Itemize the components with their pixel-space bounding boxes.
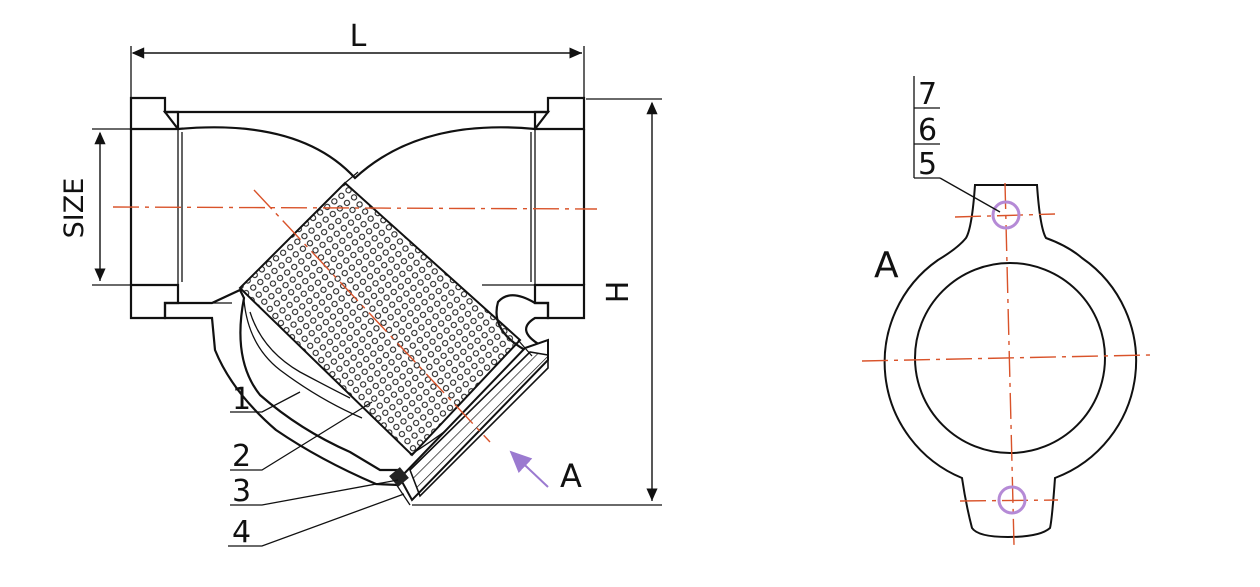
view-a-title: A [874, 245, 899, 286]
part-number-1: 1 [232, 382, 251, 417]
outlet-end [530, 96, 586, 320]
flange-horizontal-centerline [861, 354, 1151, 362]
body-top-wall [162, 110, 551, 180]
flange-bore [914, 262, 1106, 454]
height-label: H [601, 281, 636, 304]
flange-outline [883, 184, 1138, 539]
top-bolt-hole [991, 200, 1021, 230]
view-arrow-label: A [560, 457, 582, 495]
part-callouts: 1 2 3 4 [228, 382, 405, 550]
size-dimension: SIZE [59, 128, 178, 286]
bottom-hole-centerline [959, 499, 1059, 502]
part-number-2: 2 [232, 439, 251, 474]
size-label: SIZE [59, 178, 90, 239]
inlet-end [129, 96, 183, 320]
screen-centerline [253, 189, 491, 443]
length-label: L [350, 19, 367, 54]
view-a-cap-flange: A 7 6 5 [861, 76, 1151, 546]
bolt-callouts: 7 6 5 [913, 76, 1001, 213]
part-number-5: 5 [918, 147, 937, 182]
part-number-7: 7 [918, 77, 937, 112]
length-dimension: L [130, 19, 585, 98]
strainer-screen [238, 171, 522, 457]
strainer-section-view: L H SIZE [59, 19, 662, 550]
height-dimension: H [412, 98, 662, 506]
flange-vertical-centerline [1004, 182, 1015, 546]
part-number-3: 3 [232, 474, 251, 509]
pipe-centerline [112, 206, 598, 210]
part-number-4: 4 [232, 515, 251, 550]
part-number-6: 6 [918, 113, 937, 148]
strainer-cap [389, 338, 549, 506]
view-arrow-a: A [509, 450, 582, 495]
bottom-bolt-hole [997, 485, 1027, 515]
top-hole-centerline [954, 213, 1056, 218]
